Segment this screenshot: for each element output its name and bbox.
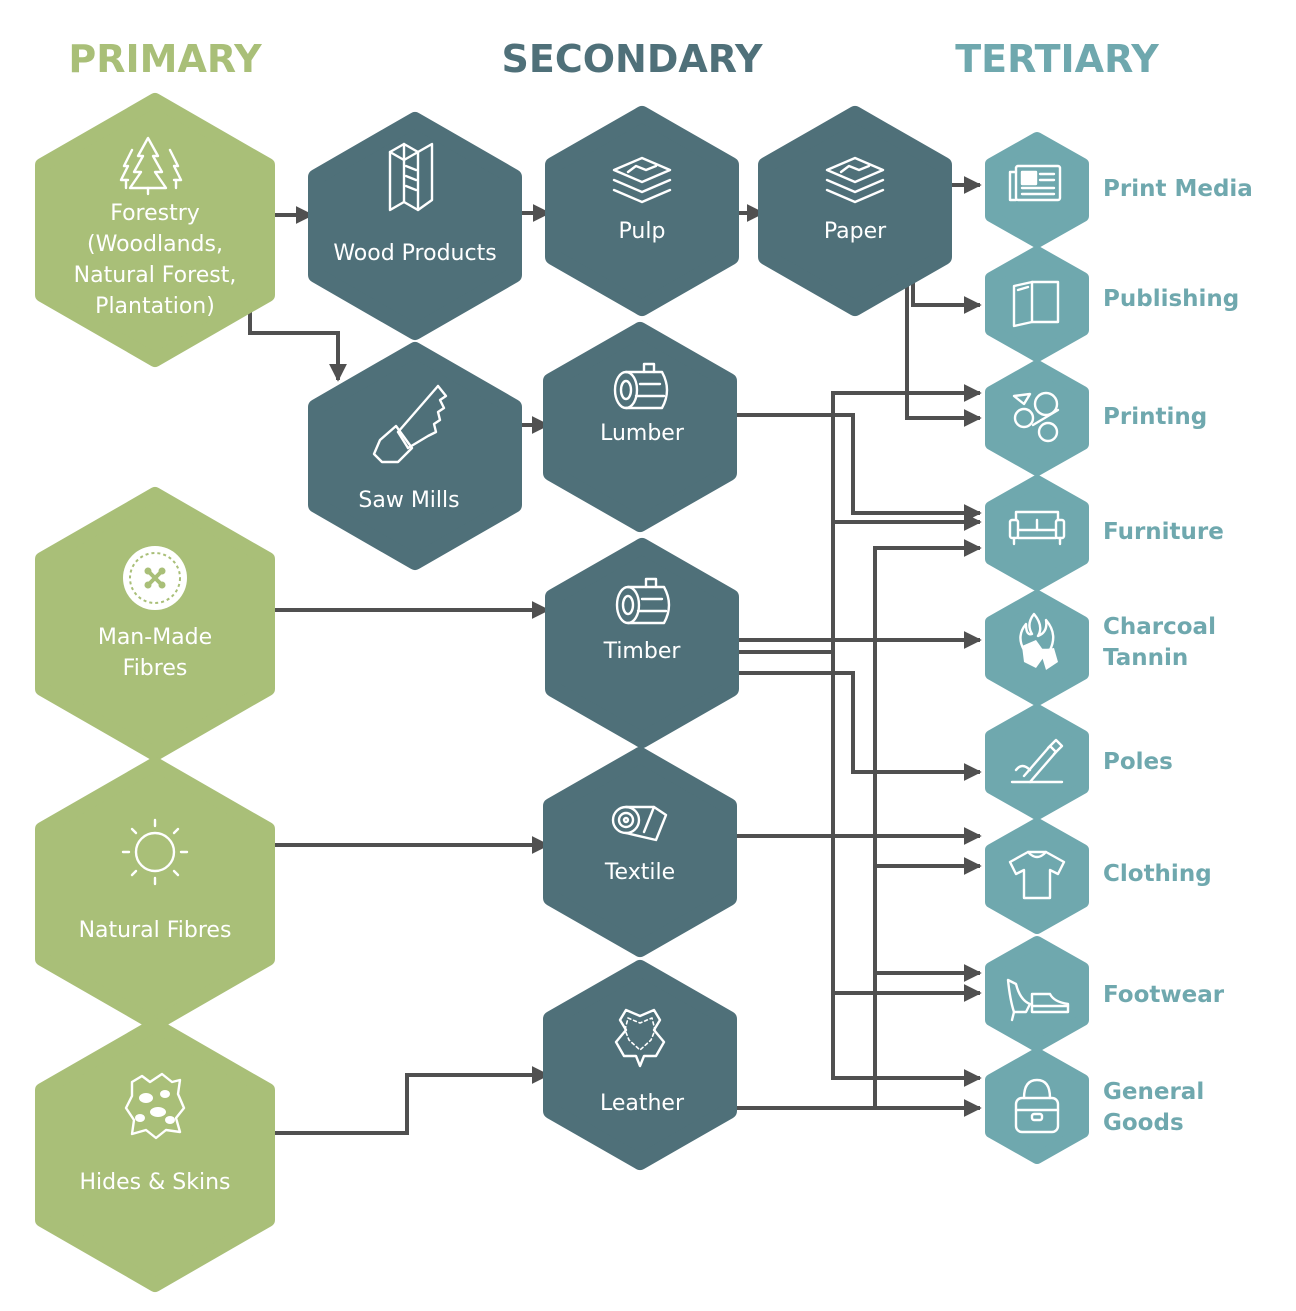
hexagon <box>985 360 1089 476</box>
arrow-forestry-saw-mills <box>248 305 347 382</box>
poles-label: Poles <box>1103 749 1173 775</box>
paper-stack-icon <box>825 156 885 204</box>
arrow-hides-leather <box>268 1066 550 1135</box>
hexagon <box>545 538 739 748</box>
secondary-node-textile: Textile <box>543 747 737 957</box>
trees-icon <box>119 136 183 196</box>
clothing-label: Clothing <box>1103 861 1212 887</box>
chisel-icon <box>1010 738 1064 784</box>
hexagon <box>985 132 1089 248</box>
manmade-line-1: Man-Made <box>98 625 212 650</box>
tshirt-icon <box>1008 850 1066 900</box>
tertiary-node-clothing: Clothing <box>985 818 1212 934</box>
hexagon <box>35 757 275 1031</box>
tertiary-node-print-media: Print Media <box>985 132 1253 248</box>
hexagon <box>543 322 737 532</box>
tertiary-node-furniture: Furniture <box>985 475 1224 591</box>
header-secondary: SECONDARY <box>502 37 763 81</box>
hexagon <box>985 246 1089 362</box>
furniture-label: Furniture <box>1103 519 1224 545</box>
print-media-label: Print Media <box>1103 176 1253 202</box>
printing-label: Printing <box>1103 404 1207 430</box>
forestry-line-1: Forestry <box>110 201 200 226</box>
hexagon <box>35 1018 275 1292</box>
log-icon <box>613 362 669 410</box>
publishing-label: Publishing <box>1103 286 1239 312</box>
tertiary-node-charcoal-tannin: Charcoal Tannin <box>985 590 1216 706</box>
arrow-leather-trunk <box>873 539 982 1108</box>
handbag-icon <box>1014 1078 1060 1134</box>
hexagon <box>543 747 737 957</box>
newspaper-icon <box>1008 164 1062 202</box>
footwear-label: Footwear <box>1103 982 1225 1008</box>
saw-mills-label: Saw Mills <box>358 488 459 513</box>
paper-label: Paper <box>824 219 887 244</box>
primary-node-hides-skins: Hides & Skins <box>35 1018 275 1292</box>
charcoal-label-line-2: Tannin <box>1103 645 1188 671</box>
sofa-icon <box>1008 510 1066 546</box>
connector-arrows <box>248 176 982 1135</box>
secondary-node-saw-mills: Saw Mills <box>308 342 522 570</box>
tertiary-node-footwear: Footwear <box>985 936 1225 1052</box>
hide-icon <box>124 1072 186 1140</box>
arrow-lumber-printing <box>831 384 982 1080</box>
tertiary-node-printing: Printing <box>985 360 1207 476</box>
leather-label: Leather <box>600 1091 685 1116</box>
tertiary-node-publishing: Publishing <box>985 246 1239 362</box>
fire-icon <box>1019 612 1058 670</box>
sun-icon <box>121 818 189 886</box>
lumber-label: Lumber <box>600 421 685 446</box>
arrow-paper-printing <box>905 282 982 427</box>
hexagon <box>35 93 275 367</box>
wood-block-icon <box>388 142 434 212</box>
log-icon <box>615 577 671 625</box>
hexagon <box>985 475 1089 591</box>
shoes-icon <box>1006 978 1070 1022</box>
hexagon <box>758 106 952 316</box>
secondary-node-pulp: Pulp <box>545 106 739 316</box>
hexagon <box>985 818 1089 934</box>
hexagon <box>545 106 739 316</box>
primary-node-natural-fibres: Natural Fibres <box>35 757 275 1031</box>
secondary-node-leather: Leather <box>543 960 737 1170</box>
primary-node-forestry: Forestry (Woodlands, Natural Forest, Pla… <box>35 93 275 367</box>
hexagon <box>308 342 522 570</box>
textile-label: Textile <box>604 860 675 885</box>
general-goods-label-line-1: General <box>1103 1079 1204 1105</box>
leather-hide-icon <box>614 1008 666 1068</box>
header-primary: PRIMARY <box>68 37 262 81</box>
saw-icon <box>372 384 448 464</box>
forestry-line-2: (Woodlands, <box>87 232 223 257</box>
arrow-timber-poles <box>732 671 982 781</box>
pulp-label: Pulp <box>619 219 666 244</box>
hexagon <box>35 487 275 761</box>
paper-stack-icon <box>612 156 672 204</box>
secondary-node-lumber: Lumber <box>543 322 737 532</box>
hexagon <box>985 1048 1089 1164</box>
primary-node-manmade-fibres: Man-Made Fibres <box>35 487 275 761</box>
fabric-roll-icon <box>611 805 668 842</box>
tertiary-node-poles: Poles <box>985 704 1173 820</box>
wood-products-label: Wood Products <box>333 241 496 266</box>
forestry-line-3: Natural Forest, <box>74 263 237 288</box>
tertiary-node-general-goods: General Goods <box>985 1048 1204 1164</box>
arrow-paper-publishing <box>911 278 982 314</box>
hexagon <box>308 112 522 340</box>
button-icon <box>123 546 187 610</box>
header-tertiary: TERTIARY <box>955 37 1159 81</box>
secondary-node-paper: Paper <box>758 106 952 316</box>
charcoal-label-line-1: Charcoal <box>1103 614 1216 640</box>
general-goods-label-line-2: Goods <box>1103 1110 1184 1136</box>
manmade-line-2: Fibres <box>123 656 188 681</box>
forestry-line-4: Plantation) <box>95 294 215 319</box>
book-icon <box>1012 280 1060 328</box>
secondary-node-wood-products: Wood Products <box>308 112 522 340</box>
rollers-icon <box>1012 391 1060 443</box>
secondary-node-timber: Timber <box>545 538 739 748</box>
hides-line-1: Hides & Skins <box>80 1170 231 1195</box>
timber-label: Timber <box>603 639 682 664</box>
natural-line-1: Natural Fibres <box>79 918 232 943</box>
arrow-lumber-furniture <box>730 413 982 522</box>
